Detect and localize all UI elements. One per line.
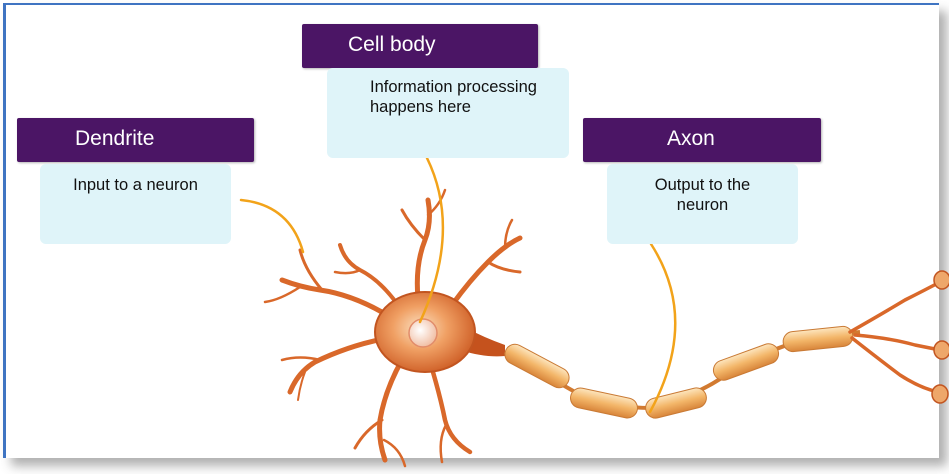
cell-body-description: Information processing happens here — [370, 78, 537, 116]
cell-body-title-text: Cell body — [348, 33, 436, 56]
nucleus — [409, 319, 437, 347]
soma — [375, 292, 475, 372]
dendrite-title-text: Dendrite — [75, 127, 154, 150]
dendrite-description-box: Input to a neuron — [40, 164, 231, 244]
axon-title-text: Axon — [667, 127, 715, 150]
dendrite-leader-line — [241, 200, 303, 252]
dendrite-title: Dendrite — [17, 118, 254, 162]
cell-body-description-box: Information processing happens here — [327, 68, 569, 158]
myelin-sheath — [501, 325, 853, 420]
axon-description-box: Output to the neuron — [607, 164, 798, 244]
axon-description: Output to the neuron — [655, 176, 750, 214]
cell-body-title: Cell body — [302, 24, 538, 68]
axon-terminals — [850, 282, 940, 392]
axon-title: Axon — [583, 118, 821, 162]
dendrite-description: Input to a neuron — [73, 176, 198, 194]
axon-leader-line — [650, 244, 675, 412]
synaptic-knobs — [932, 271, 949, 403]
